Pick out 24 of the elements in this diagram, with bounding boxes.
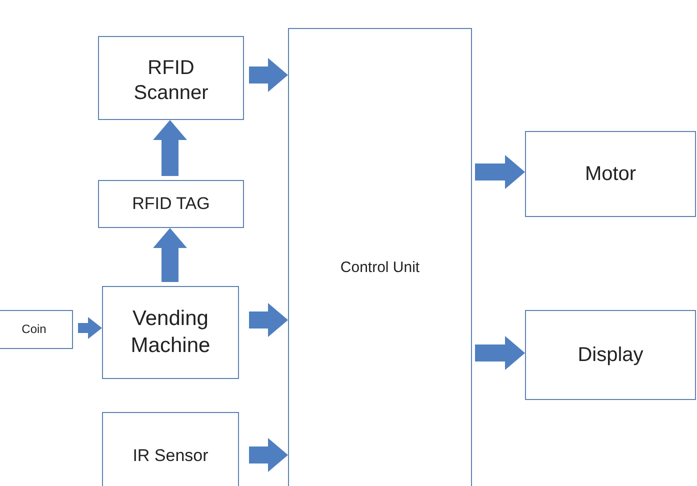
block-arrow xyxy=(475,336,525,370)
box-label: RFID TAG xyxy=(132,193,210,215)
block-arrow xyxy=(249,303,288,337)
box-label: IR Sensor xyxy=(132,445,208,466)
process-box xyxy=(525,131,696,217)
box-label: Motor xyxy=(584,162,636,186)
process-box xyxy=(0,310,73,349)
process-box xyxy=(102,412,239,486)
box-label: Vending Machine xyxy=(130,306,212,358)
block-arrow xyxy=(78,317,102,339)
box-label: Display xyxy=(578,342,644,368)
box-label: RFID Scanner xyxy=(132,56,210,106)
process-box xyxy=(98,180,244,228)
box-label: Coin xyxy=(22,322,46,337)
block-arrow xyxy=(249,438,288,472)
block-arrow xyxy=(153,120,187,176)
block-arrow xyxy=(153,228,187,282)
process-box xyxy=(288,28,472,486)
process-box xyxy=(525,310,696,400)
process-box xyxy=(98,36,244,120)
block-arrow xyxy=(249,58,288,92)
block-arrow xyxy=(475,155,525,189)
process-box xyxy=(102,286,239,379)
box-label: Control Unit xyxy=(340,258,420,278)
